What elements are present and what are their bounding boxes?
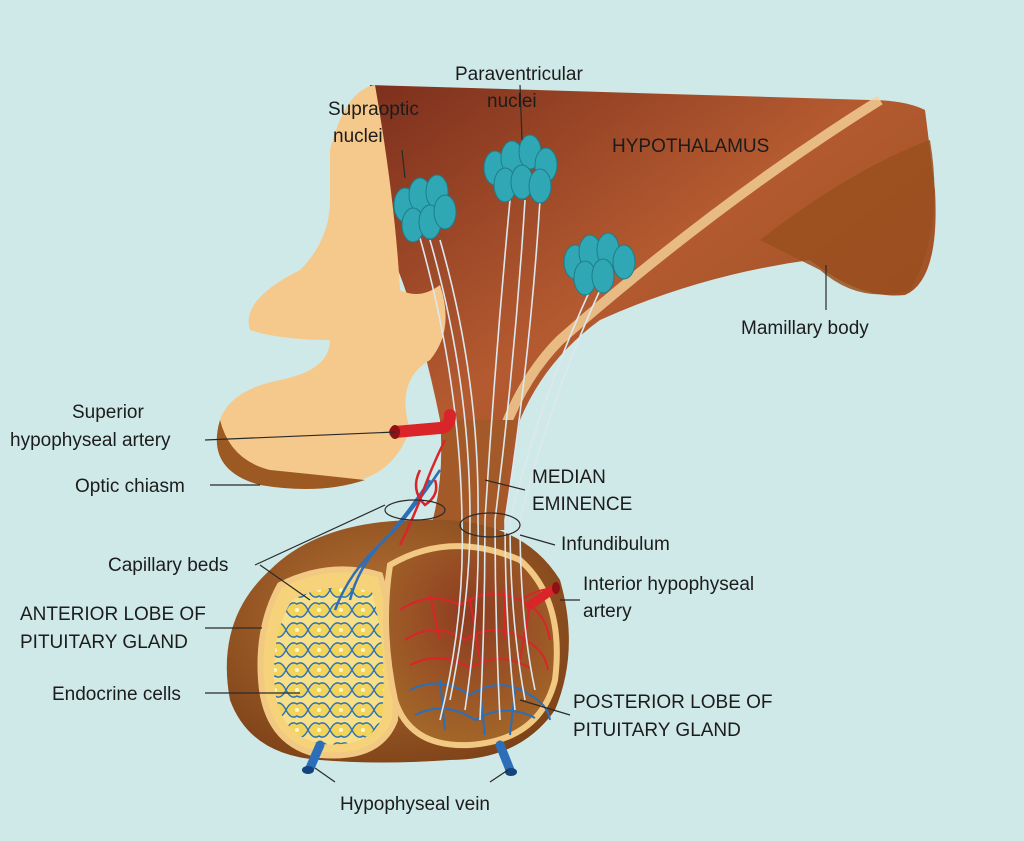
- label-infundibulum: Infundibulum: [561, 534, 670, 555]
- optic-chiasm-shape: [217, 85, 446, 482]
- nerve-fibers: [419, 199, 601, 721]
- mamillary-body-shape: [760, 140, 935, 295]
- label-endocrine-cells: Endocrine cells: [52, 684, 181, 705]
- label-supraoptic-1: Supraoptic: [328, 99, 419, 120]
- leader-lines: [204, 84, 827, 783]
- label-anterior-lobe-2: PITUITARY GLAND: [20, 632, 188, 653]
- endocrine-cells: [274, 587, 384, 745]
- label-mamillary-body: Mamillary body: [741, 318, 869, 339]
- label-median-eminence-2: EMINENCE: [532, 494, 632, 515]
- label-posterior-lobe-2: PITUITARY GLAND: [573, 720, 741, 741]
- supraoptic-nuclei-cluster: [393, 174, 457, 243]
- label-superior-artery-2: hypophyseal artery: [10, 430, 171, 451]
- label-hypothalamus: HYPOTHALAMUS: [612, 136, 769, 157]
- label-hypophyseal-vein: Hypophyseal vein: [340, 794, 490, 815]
- label-anterior-lobe-1: ANTERIOR LOBE OF: [20, 604, 206, 625]
- hypophyseal-veins: [302, 740, 517, 776]
- third-nuclei-cluster: [563, 232, 636, 296]
- label-median-eminence-1: MEDIAN: [532, 467, 606, 488]
- label-posterior-lobe-1: POSTERIOR LOBE OF: [573, 692, 773, 713]
- label-paraventricular-1: Paraventricular: [455, 64, 583, 85]
- label-capillary-beds: Capillary beds: [108, 555, 228, 576]
- label-interior-artery-1: Interior hypophyseal: [583, 574, 754, 595]
- label-interior-artery-2: artery: [583, 601, 632, 622]
- label-paraventricular-2: nuclei: [487, 91, 537, 112]
- paraventricular-nuclei-cluster: [483, 134, 558, 204]
- label-superior-artery-1: Superior: [72, 402, 144, 423]
- label-optic-chiasm: Optic chiasm: [75, 476, 185, 497]
- label-supraoptic-2: nuclei: [333, 126, 383, 147]
- interior-hypophyseal-artery: [525, 582, 560, 610]
